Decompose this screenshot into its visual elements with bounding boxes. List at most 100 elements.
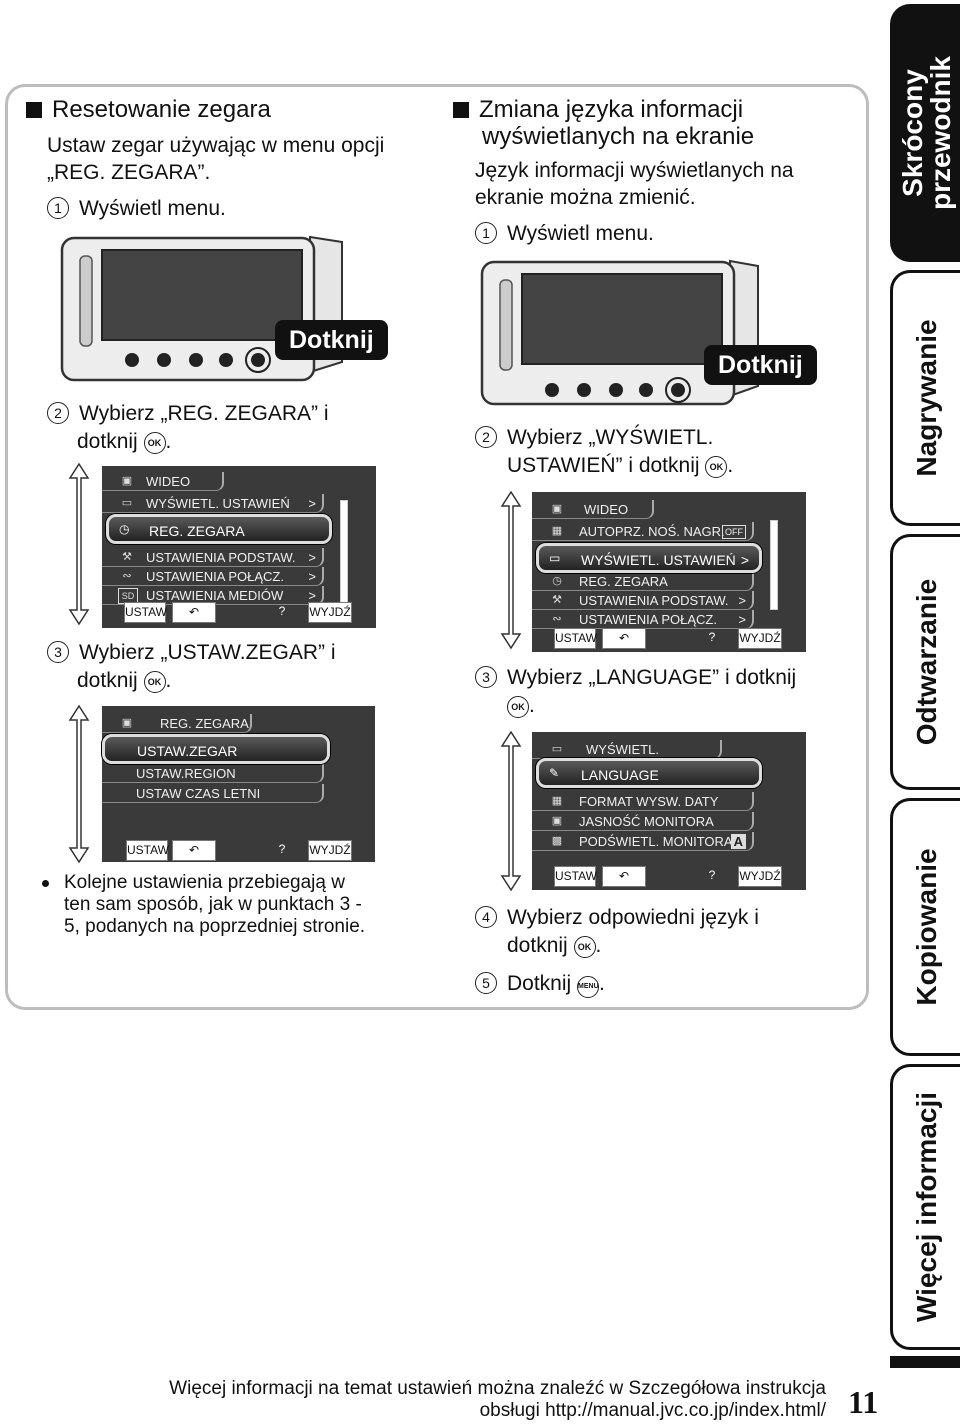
footer-link[interactable]: obsługi http://manual.jvc.co.jp/index.ht… [479, 1400, 826, 1421]
page-number: 11 [848, 1384, 879, 1420]
menu-item-set-region[interactable]: USTAW.REGION [102, 764, 324, 783]
ok-button-icon: OK [573, 936, 596, 958]
bullet-square-icon [26, 102, 42, 118]
menu-item-language-selected[interactable]: ✎LANGUAGE [536, 758, 762, 788]
step-number-3: 3 [475, 666, 497, 688]
menu-item-clock[interactable]: ◷REG. ZEGARA [532, 572, 754, 591]
language-icon: ✎ [549, 766, 560, 780]
scroll-arrows-icon [500, 490, 522, 650]
note-bullet: Kolejne ustawienia przebiegają w ten sam… [42, 872, 365, 938]
menu-item-display-settings[interactable]: ▭WYŚWIETL. USTAWIEŃ> [102, 494, 324, 513]
exit-button[interactable]: WYJDŹ [308, 602, 352, 623]
tools-icon: ⚒ [122, 551, 132, 563]
back-arrow-icon: ↶ [618, 631, 630, 645]
step-number-3: 3 [47, 641, 69, 663]
step-2-continued: dotknij OK. [77, 430, 172, 454]
video-icon: ▣ [121, 475, 133, 487]
menu-item-basic-settings[interactable]: ⚒USTAWIENIA PODSTAW.> [102, 548, 324, 567]
step-2-continued: USTAWIEŃ” i dotknij OK. [507, 454, 734, 478]
off-badge: OFF [722, 525, 746, 539]
ustaw-button[interactable]: USTAW [124, 602, 167, 623]
note-line-1: Kolejne ustawienia przebiegają w [64, 872, 345, 893]
step-number-5: 5 [475, 972, 497, 994]
menu-screen-language-settings: ▭WYŚWIETL. USTAWIEŃ ▦FORMAT WYSW. DATY ▣… [532, 732, 806, 890]
connection-icon: ∾ [122, 570, 132, 582]
back-button[interactable]: ↶ [172, 602, 216, 623]
display-icon: ▭ [551, 743, 563, 755]
display-icon: ▭ [549, 551, 561, 565]
menu-screen-clock-settings: ▣REG. ZEGARA USTAW.REGION USTAW CZAS LET… [102, 706, 375, 862]
section-title-language-line-2: wyświetlanych na ekranie [482, 123, 755, 150]
ustaw-button[interactable]: USTAW [126, 840, 169, 861]
ustaw-button[interactable]: USTAW [554, 628, 597, 649]
step-number-1: 1 [475, 222, 497, 244]
menu-item-auto-media[interactable]: ▦AUTOPRZ. NOŚ. NAGR.OFF [532, 522, 754, 541]
ustaw-button[interactable]: USTAW [554, 866, 597, 887]
tab-more-info[interactable]: Więcej informacji [890, 1064, 960, 1350]
video-icon: ▣ [551, 503, 563, 515]
menu-item-basic-settings[interactable]: ⚒USTAWIENIA PODSTAW.> [532, 591, 754, 610]
back-button[interactable]: ↶ [602, 628, 646, 649]
ok-button-icon: OK [507, 696, 529, 718]
scroll-arrows-icon [500, 730, 522, 892]
exit-button[interactable]: WYJDŹ [308, 840, 352, 861]
camcorder-lcd-illustration [480, 259, 759, 406]
intro-line-2: „REG. ZEGARA”. [47, 161, 211, 184]
menu-item-clock-selected[interactable]: ◷REG. ZEGARA [106, 514, 332, 544]
intro-line-1: Ustaw zegar używając w menu opcji [47, 134, 385, 157]
content-panel [5, 84, 869, 1010]
clock-icon: ◷ [119, 522, 130, 536]
menu-item-dst[interactable]: USTAW CZAS LETNI [102, 784, 324, 803]
tab-quick-guide[interactable]: Skrócony przewodnik [890, 4, 960, 262]
auto-badge: A [730, 834, 746, 849]
menu-item-display-settings-selected[interactable]: ▭WYŚWIETL. USTAWIEŃ> [536, 543, 762, 573]
backlight-icon: ▩ [551, 835, 563, 847]
menu-item-date-format[interactable]: ▦FORMAT WYSW. DATY [532, 792, 754, 811]
step-number-4: 4 [475, 906, 497, 928]
menu-item-monitor-brightness[interactable]: ▣JASNOŚĆ MONITORA [532, 812, 754, 831]
exit-button[interactable]: WYJDŹ [738, 866, 782, 887]
menu-screen-language: ▣WIDEO ▦AUTOPRZ. NOŚ. NAGR.OFF ◷REG. ZEG… [532, 492, 806, 652]
help-button[interactable]: ? [278, 842, 286, 856]
menu-scrollbar[interactable] [340, 500, 348, 614]
menu-item-wideo[interactable]: ▣WIDEO [532, 500, 654, 519]
step-number-2: 2 [47, 402, 69, 424]
tools-icon: ⚒ [552, 594, 562, 606]
tab-recording[interactable]: Nagrywanie [890, 270, 960, 526]
menu-header-clock: ▣REG. ZEGARA [102, 714, 252, 733]
help-button[interactable]: ? [278, 604, 286, 618]
bullet-square-icon [453, 102, 469, 118]
back-button[interactable]: ↶ [602, 866, 646, 887]
step-3-continued: OK. [507, 692, 535, 719]
calendar-icon: ▦ [551, 795, 563, 807]
scroll-arrows-icon [68, 462, 90, 626]
step-3-continued: dotknij OK. [77, 669, 172, 693]
menu-item-set-clock-selected[interactable]: USTAW.ZEGAR [102, 734, 330, 764]
tab-playback[interactable]: Odtwarzanie [890, 534, 960, 790]
step-number-1: 1 [47, 197, 69, 219]
brightness-icon: ▣ [551, 815, 563, 827]
menu-button-icon: MENU [577, 976, 600, 998]
step-number-2: 2 [475, 426, 497, 448]
tab-copying[interactable]: Kopiowanie [890, 798, 960, 1056]
help-button[interactable]: ? [708, 868, 716, 882]
ok-button-icon: OK [143, 432, 166, 454]
connection-icon: ∾ [552, 613, 562, 625]
display-icon: ▭ [121, 497, 133, 509]
help-button[interactable]: ? [708, 630, 716, 644]
back-button[interactable]: ↶ [172, 840, 216, 861]
back-arrow-icon: ↶ [188, 605, 200, 619]
menu-scrollbar[interactable] [770, 520, 778, 610]
intro-line-1: Język informacji wyświetlanych na [475, 159, 794, 182]
touch-callout: Dotknij [704, 345, 817, 385]
menu-item-wideo[interactable]: ▣WIDEO [102, 472, 224, 491]
menu-item-connection-settings[interactable]: ∾USTAWIENIA POŁĄCZ.> [102, 567, 324, 586]
menu-item-connection-settings[interactable]: ∾USTAWIENIA POŁĄCZ.> [532, 610, 754, 629]
ok-button-icon: OK [705, 456, 728, 478]
camcorder-lcd-illustration [60, 235, 343, 382]
exit-button[interactable]: WYJDŹ [738, 628, 782, 649]
back-arrow-icon: ↶ [188, 843, 200, 857]
